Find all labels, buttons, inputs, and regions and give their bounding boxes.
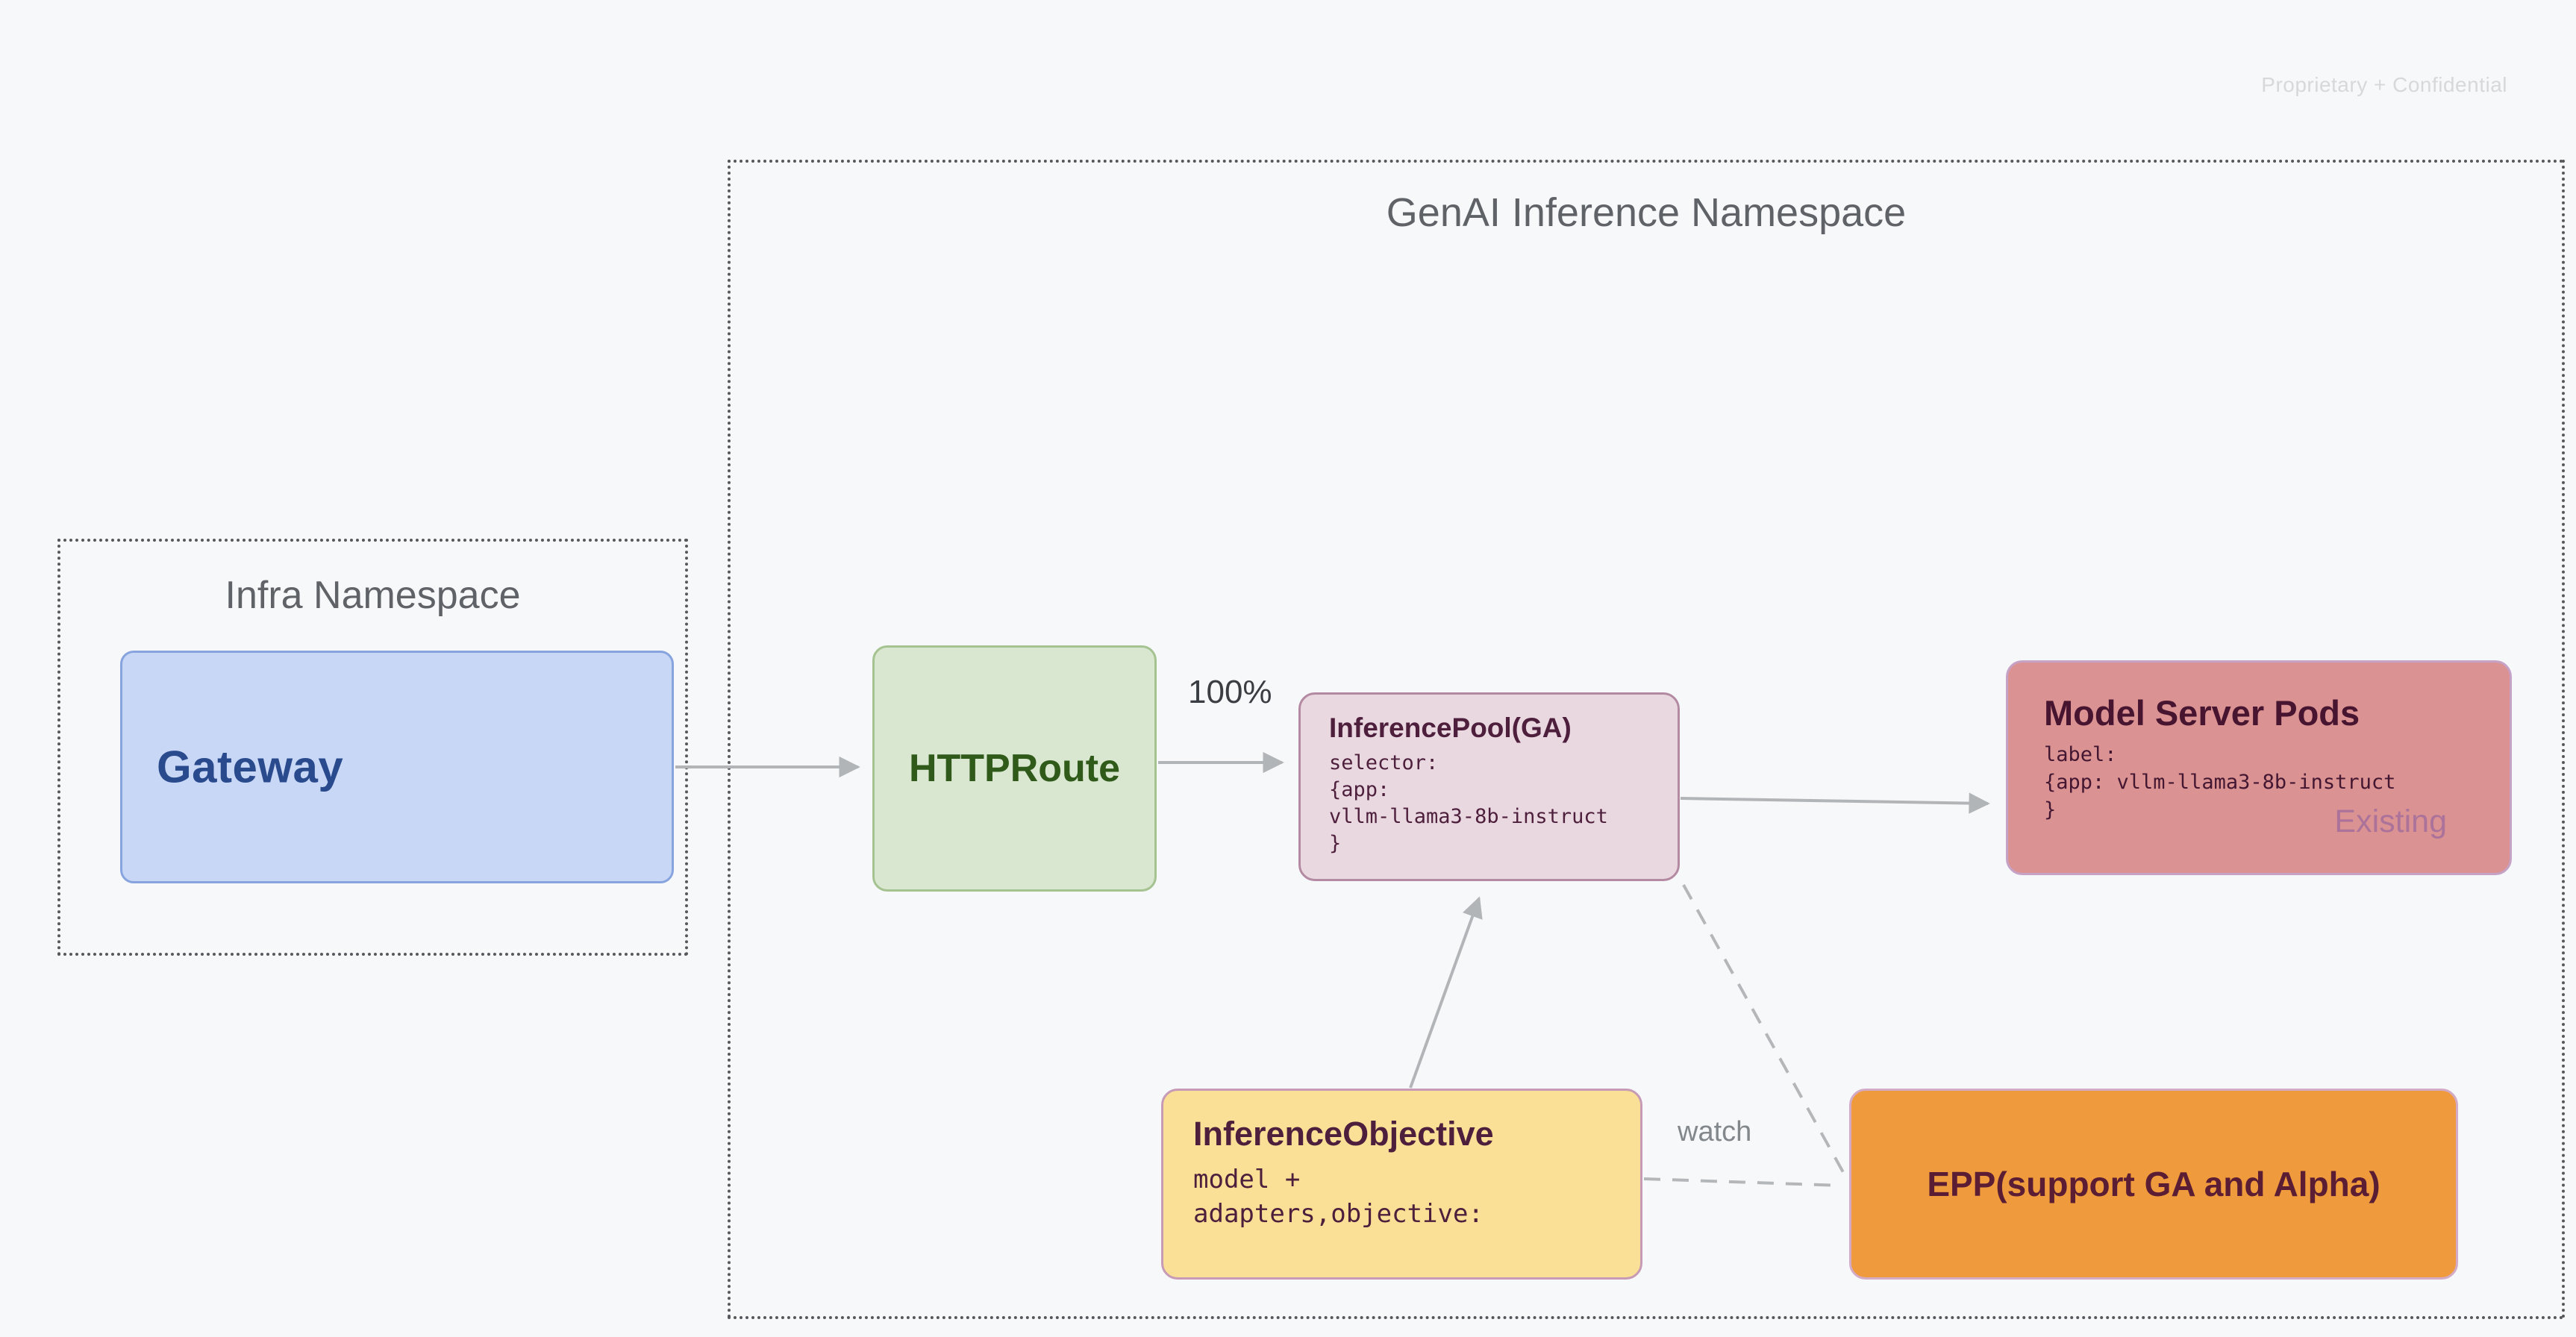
model-server-pods-title: Model Server Pods [2044, 693, 2360, 733]
infra-namespace-title: Infra Namespace [225, 574, 521, 617]
epp-node: EPP(support GA and Alpha) [1849, 1089, 2458, 1280]
inference-pool-title: InferencePool(GA) [1329, 713, 1572, 743]
inference-objective-code: model + adapters,objective: [1193, 1165, 1484, 1229]
existing-status-watermark: Existing [2334, 804, 2447, 839]
route-weight-label: 100% [1188, 674, 1272, 710]
inference-pool-node: InferencePool(GA) selector: {app: vllm-l… [1298, 692, 1680, 881]
genai-namespace-box: GenAI Inference Namespace [728, 160, 2565, 1319]
inference-objective-node: InferenceObjective model + adapters,obje… [1161, 1089, 1642, 1280]
epp-label: EPP(support GA and Alpha) [1927, 1165, 2380, 1203]
genai-namespace-title: GenAI Inference Namespace [1386, 190, 1907, 235]
watch-label: watch [1678, 1116, 1752, 1147]
httproute-label: HTTPRoute [908, 747, 1121, 790]
inference-pool-selector-code: selector: {app: vllm-llama3-8b-instruct … [1329, 751, 1608, 855]
inference-objective-title: InferenceObjective [1193, 1115, 1494, 1153]
confidential-watermark: Proprietary + Confidential [2261, 73, 2507, 96]
infra-namespace-box: Infra Namespace [57, 539, 688, 956]
gateway-label: Gateway [157, 742, 344, 792]
model-server-pods-label-code: label: {app: vllm-llama3-8b-instruct } [2044, 743, 2396, 821]
httproute-node: HTTPRoute [872, 645, 1157, 892]
model-server-pods-node: Model Server Pods label: {app: vllm-llam… [2006, 660, 2512, 875]
gateway-node: Gateway [120, 651, 674, 883]
